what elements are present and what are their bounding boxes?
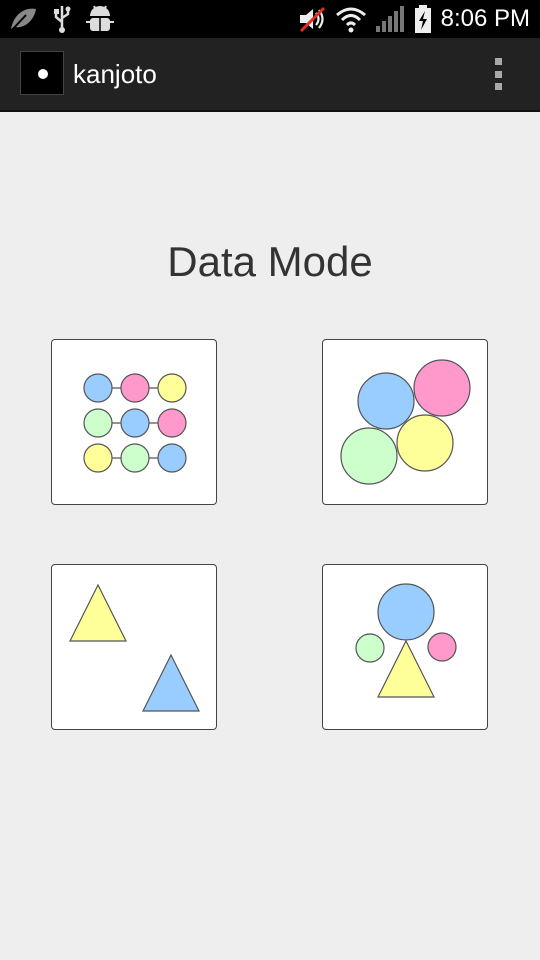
status-time: 8:06 PM [440, 5, 530, 32]
bubble-cluster-icon [340, 359, 471, 485]
bubble-mode-button[interactable] [322, 339, 488, 505]
leaf-icon [10, 8, 36, 32]
status-bar: 8:06 PM [0, 0, 540, 38]
battery-charging-icon [414, 5, 431, 33]
circle-grid-icon [83, 373, 187, 473]
page-title: Data Mode [167, 238, 373, 285]
wifi-icon [335, 7, 366, 33]
signal-icon [375, 6, 404, 32]
grid-mode-button[interactable] [51, 339, 217, 505]
app-logo-dot [38, 69, 48, 79]
figure-composite-icon [355, 583, 457, 698]
triangle-mode-button[interactable] [51, 564, 217, 730]
usb-icon [54, 6, 71, 33]
volume-muted-icon [299, 6, 325, 33]
figure-mode-button[interactable] [322, 564, 488, 730]
overflow-menu-icon[interactable] [486, 58, 510, 90]
android-debug-icon [86, 5, 114, 31]
triangles-icon [69, 583, 200, 712]
action-bar: kanjoto [0, 38, 540, 112]
app-title: kanjoto [73, 59, 157, 89]
app-logo-icon[interactable] [20, 51, 64, 95]
